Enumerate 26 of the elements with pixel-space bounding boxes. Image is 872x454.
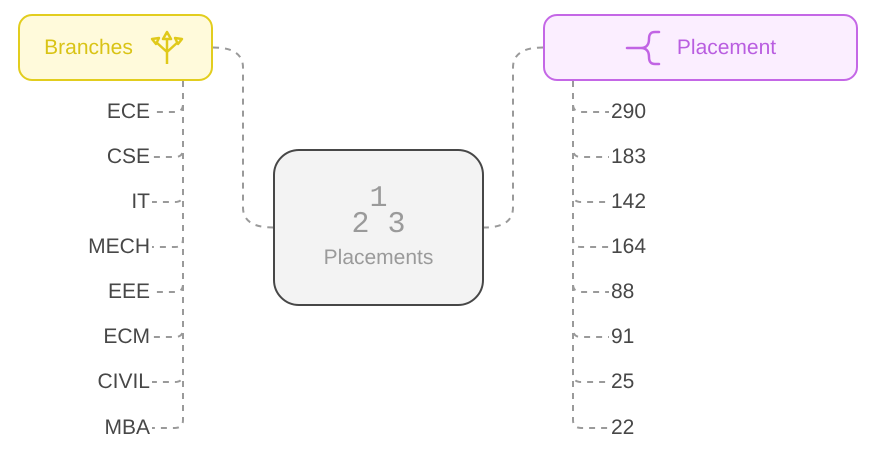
branch-label: EEE [60, 279, 150, 305]
value-label: 183 [611, 144, 671, 170]
branch-label: ECM [60, 324, 150, 350]
value-label: 91 [611, 324, 671, 350]
dashed-connector [212, 46, 274, 228]
category-box [543, 14, 858, 81]
branch-label: CSE [60, 144, 150, 170]
numbers-icon: 1 [369, 186, 388, 212]
topic-title: Placements [324, 246, 434, 270]
branch-label: IT [60, 189, 150, 215]
category-box [18, 14, 213, 81]
value-label: 25 [611, 369, 671, 395]
branch-label: MBA [60, 415, 150, 441]
numbers-icon: 2 3 [351, 212, 406, 238]
value-label: 22 [611, 415, 671, 441]
branch-label: MECH [60, 234, 150, 260]
dashed-connector [484, 46, 544, 228]
category-title: Placement [676, 36, 776, 60]
topic-box [273, 149, 484, 306]
branch-label: ECE [60, 99, 150, 125]
category-title: Branches [44, 36, 133, 60]
value-label: 290 [611, 99, 671, 125]
branch-label: CIVIL [60, 369, 150, 395]
value-label: 88 [611, 279, 671, 305]
value-label: 164 [611, 234, 671, 260]
value-label: 142 [611, 189, 671, 215]
